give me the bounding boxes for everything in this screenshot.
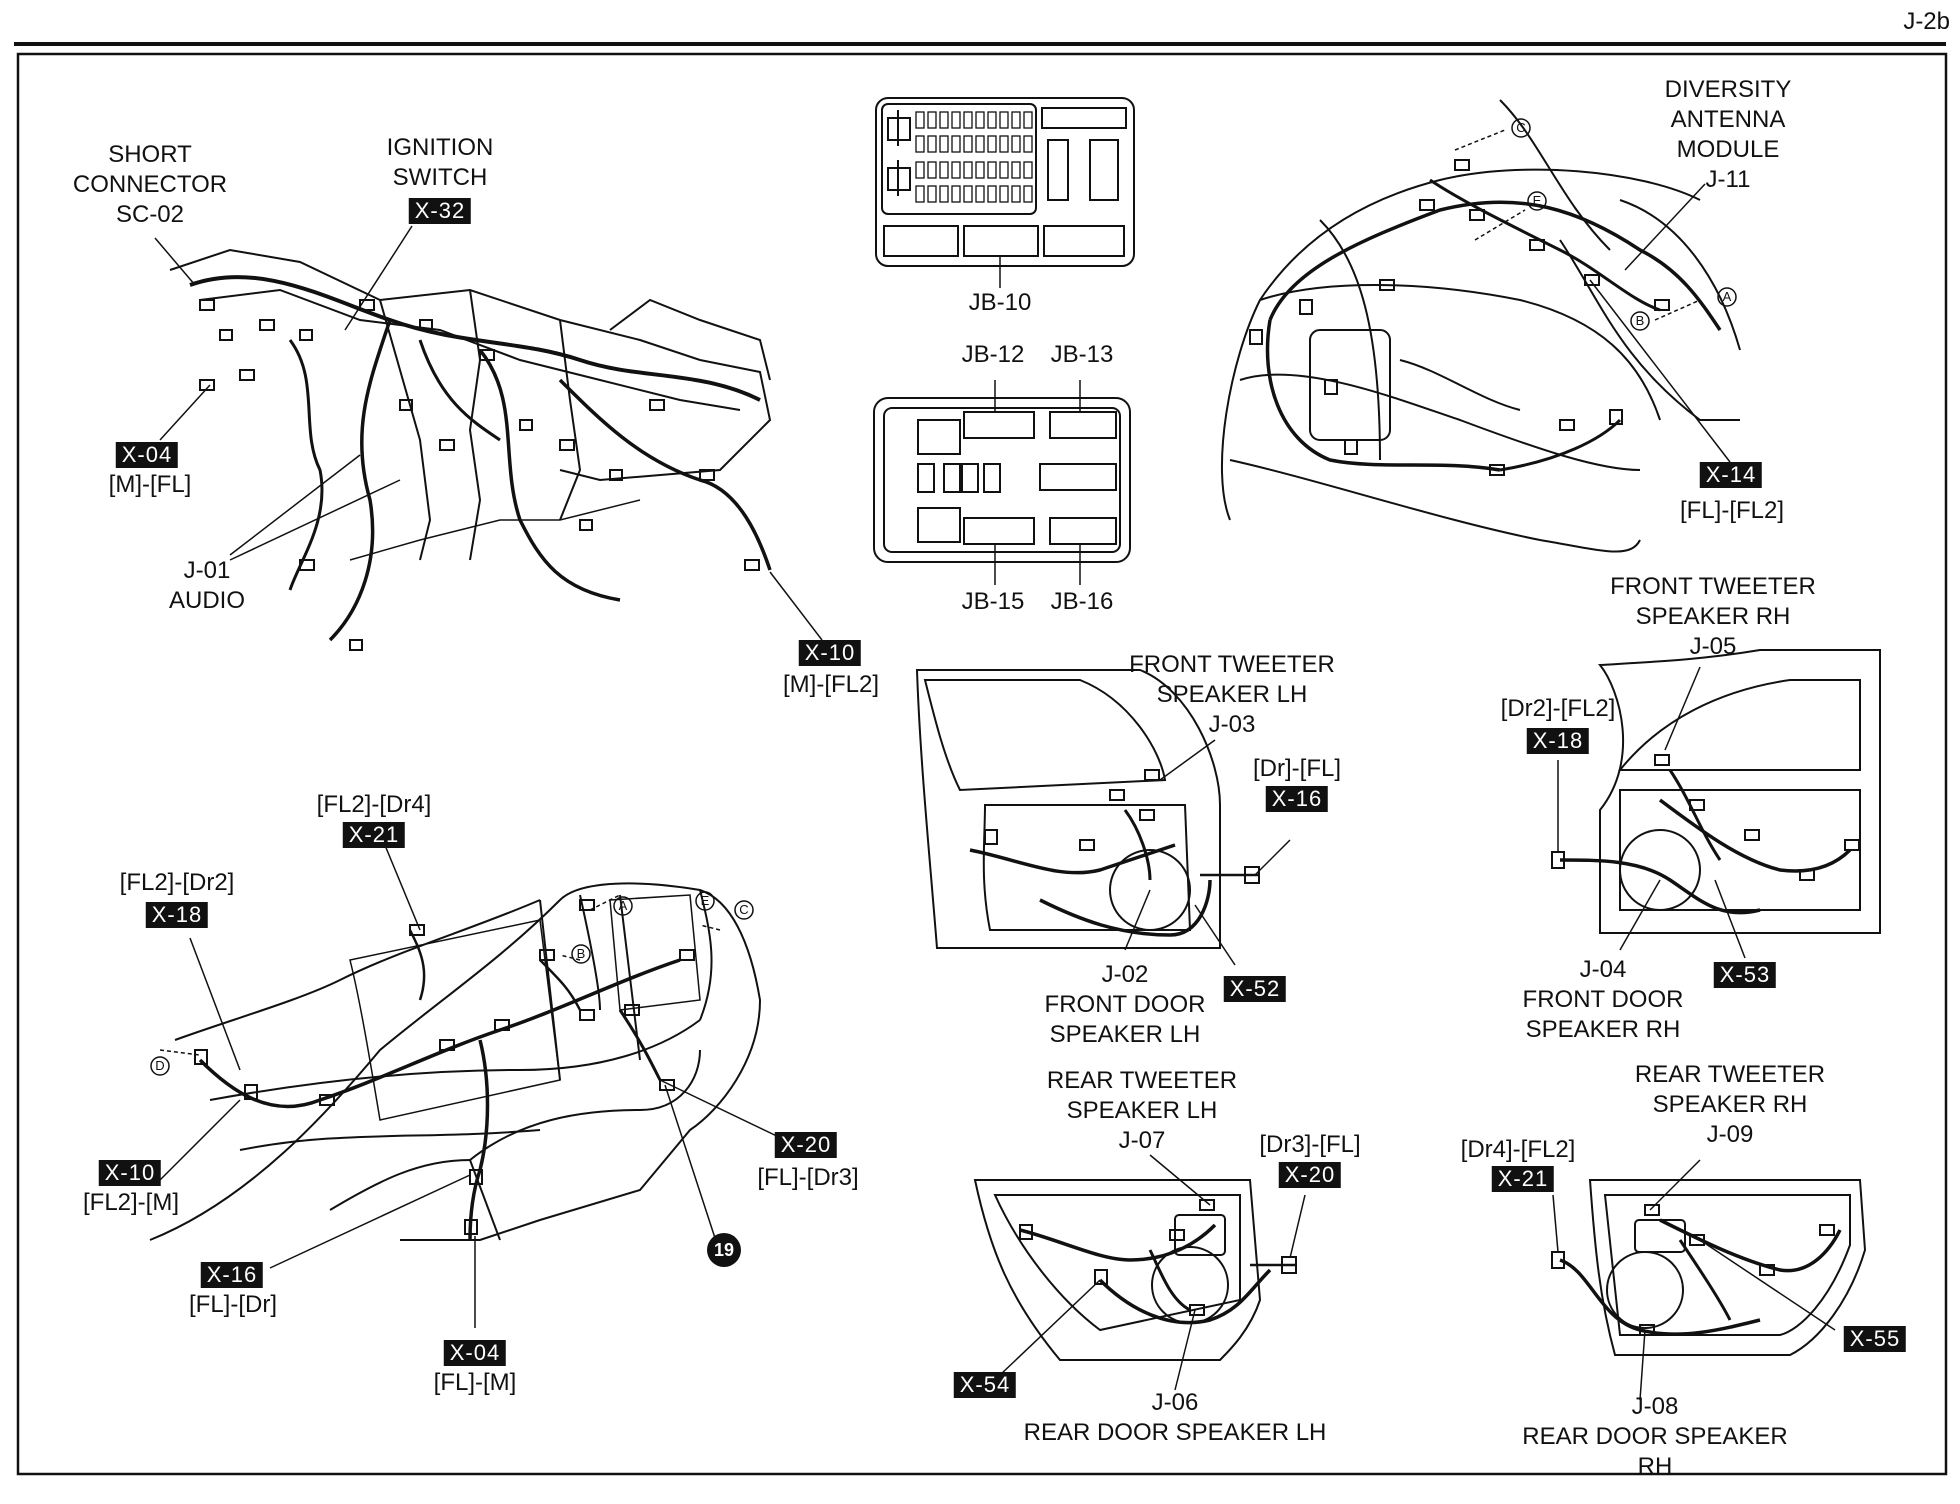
x04-connector-tag-car: X-04	[443, 1340, 507, 1366]
x18-car-connection: [FL2]-[Dr2]	[119, 869, 235, 896]
x54-connector-tag: X-54	[953, 1372, 1017, 1398]
car-rear-ref-circles	[1511, 118, 1737, 331]
x04-connector-tag-top: X-04	[115, 442, 179, 468]
x55-connector-tag: X-55	[1843, 1326, 1907, 1352]
car-rear-drawing	[1221, 99, 1741, 553]
x16-connector-tag-car: X-16	[200, 1262, 264, 1288]
rear-tweeter-lh-label: REAR TWEETER SPEAKER LH J-07	[1046, 1067, 1238, 1154]
x14-connector-tag: X-14	[1699, 462, 1763, 488]
ref-b-rear: B	[1635, 313, 1645, 328]
x21-connector-tag-door: X-21	[1491, 1166, 1555, 1192]
car-side-ref-circles	[150, 891, 754, 1076]
dashboard-harness-drawing	[169, 248, 772, 651]
x20-car-connection: [FL]-[Dr3]	[757, 1164, 859, 1191]
x18-connector-tag-car: X-18	[145, 902, 209, 928]
x16-door-connection: [Dr]-[FL]	[1253, 755, 1341, 782]
x53-connector-tag: X-53	[1713, 962, 1777, 988]
x16-car-connection: [FL]-[Dr]	[189, 1291, 277, 1318]
rear-door-lh-leaders	[999, 1154, 1306, 1391]
ref-c-car: C	[739, 902, 749, 917]
front-door-speaker-lh-label: J-02 FRONT DOOR SPEAKER LH	[1044, 961, 1206, 1048]
dashboard-leaders	[154, 225, 823, 641]
x20-connector-tag-car: X-20	[774, 1132, 838, 1158]
front-tweeter-lh-label: FRONT TWEETER SPEAKER LH J-03	[1129, 651, 1335, 738]
front-tweeter-rh-label: FRONT TWEETER SPEAKER RH J-05	[1610, 573, 1816, 660]
x20-connector-tag-door: X-20	[1278, 1162, 1342, 1188]
ref-a-rear: A	[1722, 289, 1732, 304]
short-connector-label: SHORT CONNECTOR SC-02	[72, 141, 228, 228]
ref-e-car: E	[700, 893, 710, 908]
x16-connector-tag-door: X-16	[1265, 786, 1329, 812]
jb12-label: JB-12	[961, 341, 1025, 368]
x10-car-connection: [FL2]-[M]	[82, 1189, 180, 1216]
rear-tweeter-rh-label: REAR TWEETER SPEAKER RH J-09	[1634, 1061, 1826, 1148]
rear-door-lh-drawing	[973, 1179, 1297, 1361]
front-door-lh-leaders	[1124, 739, 1291, 966]
x21-connector-tag-car: X-21	[342, 822, 406, 848]
x10-top-connection: [M]-[FL2]	[782, 671, 880, 698]
junction-box-jb12-16	[873, 380, 1131, 585]
ref-b-car: B	[576, 946, 586, 961]
page-number: J-2b	[1903, 8, 1950, 35]
jb10-label: JB-10	[968, 289, 1032, 316]
front-door-lh-drawing	[915, 669, 1260, 949]
car-side-drawing	[149, 882, 762, 1241]
ref-a-car: A	[618, 898, 628, 913]
x21-car-connection: [FL2]-[Dr4]	[316, 791, 432, 818]
jb16-label: JB-16	[1050, 588, 1114, 615]
audio-label: J-01 AUDIO	[168, 557, 246, 614]
car-rear-leaders	[1454, 129, 1731, 463]
x18-door-connection: [Dr2]-[FL2]	[1500, 695, 1616, 722]
ground-point-19: 19	[707, 1233, 741, 1267]
ignition-switch-label: IGNITION SWITCH	[386, 134, 494, 191]
x52-connector-tag: X-52	[1223, 976, 1287, 1002]
junction-box-jb10	[875, 97, 1135, 288]
front-door-rh-drawing	[1551, 649, 1881, 934]
ref-d-car: D	[155, 1058, 165, 1073]
front-door-speaker-rh-label: J-04 FRONT DOOR SPEAKER RH	[1522, 956, 1684, 1043]
x10-connector-tag-top: X-10	[798, 640, 862, 666]
x20-door-connection: [Dr3]-[FL]	[1259, 1131, 1361, 1158]
x04-car-connection: [FL]-[M]	[433, 1369, 517, 1396]
rear-door-rh-leaders	[1552, 1159, 1836, 1401]
x21-door-connection: [Dr4]-[FL2]	[1460, 1136, 1576, 1163]
diversity-antenna-label: DIVERSITY ANTENNA MODULE J-11	[1664, 76, 1792, 193]
rear-door-rh-drawing	[1551, 1179, 1867, 1356]
x14-connection: [FL]-[FL2]	[1679, 497, 1785, 524]
jb15-label: JB-15	[961, 588, 1025, 615]
car-side-leaders	[159, 837, 786, 1328]
ref-c-rear: C	[1516, 120, 1526, 135]
ref-e-rear: E	[1532, 193, 1542, 208]
x10-connector-tag-car: X-10	[98, 1160, 162, 1186]
x32-connector-tag: X-32	[408, 198, 472, 224]
x18-connector-tag-door: X-18	[1526, 728, 1590, 754]
front-door-rh-leaders	[1557, 666, 1746, 959]
page-frame	[16, 52, 1948, 1476]
rear-door-speaker-rh-label: J-08 REAR DOOR SPEAKER RH	[1522, 1393, 1788, 1480]
x04-top-connection: [M]-[FL]	[108, 471, 192, 498]
jb13-label: JB-13	[1050, 341, 1114, 368]
rear-door-speaker-lh-label: J-06 REAR DOOR SPEAKER LH	[1023, 1389, 1327, 1446]
